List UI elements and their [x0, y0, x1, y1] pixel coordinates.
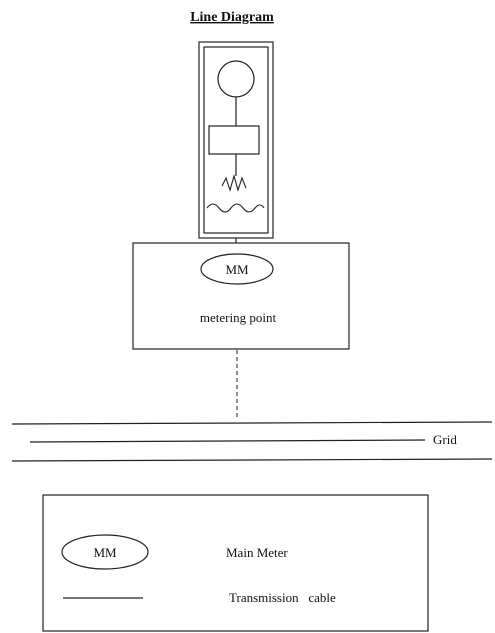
metering-point-box: [132, 242, 350, 350]
grid-line-top: [11, 421, 493, 425]
main-meter-symbol: [200, 253, 274, 285]
legend-box: [42, 494, 429, 632]
generator-symbol: [217, 60, 255, 98]
transformer-box: [208, 125, 260, 155]
generator-panel-inner: [203, 46, 269, 234]
grid-line-middle: [29, 439, 426, 443]
grid-line-bottom: [11, 458, 493, 462]
zigzag-symbol: [221, 173, 247, 192]
wave-symbol: [206, 203, 265, 213]
legend-main-meter-text: Main Meter: [226, 545, 288, 560]
generator-panel: [198, 41, 274, 239]
grid-label: Grid: [433, 432, 457, 447]
metering-point-caption: metering point: [200, 310, 277, 325]
legend-main-meter-symbol: [61, 534, 149, 570]
legend-main-meter-symbol-label: MM: [93, 545, 117, 560]
main-meter-symbol-label: MM: [225, 262, 249, 277]
diagram-title: Line Diagram: [190, 10, 274, 25]
legend-cable-text: Transmission cable: [229, 590, 336, 605]
